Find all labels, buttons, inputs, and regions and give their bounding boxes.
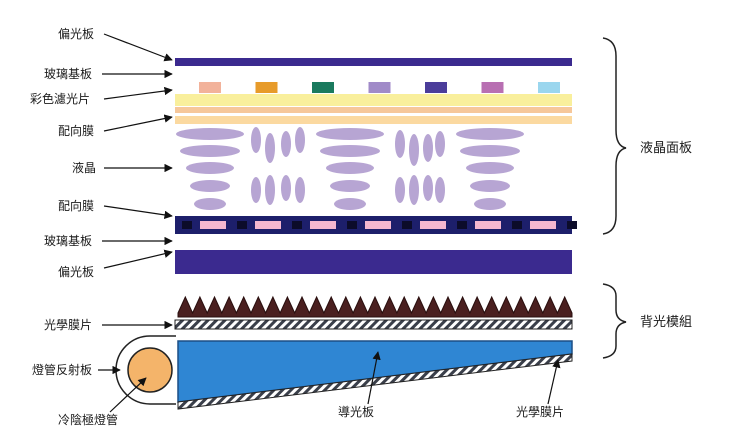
label-color-filter: 彩色濾光片	[30, 86, 173, 106]
label-alignment-bottom: 配向膜	[58, 198, 173, 220]
tft-separator	[237, 221, 247, 229]
tft-separator	[402, 221, 412, 229]
liquid-crystal-molecule	[281, 131, 291, 157]
optical-film-sheet	[174, 319, 573, 330]
tft-pixel	[420, 221, 446, 229]
liquid-crystal-molecule	[194, 198, 226, 210]
liquid-crystal-molecule	[176, 128, 244, 140]
liquid-crystal-molecule	[409, 175, 419, 205]
liquid-crystal-molecule	[423, 134, 433, 162]
tft-pixel	[475, 221, 501, 229]
liquid-crystal-molecule	[460, 145, 520, 157]
color-filter-swatch	[481, 82, 504, 93]
polarizer-bottom-layer	[175, 250, 572, 274]
tft-pixel	[365, 221, 391, 229]
color-filter-swatch	[199, 82, 221, 93]
tft-separator	[567, 221, 577, 229]
liquid-crystal-molecule	[251, 177, 261, 203]
liquid-crystal-molecule	[435, 177, 445, 203]
color-filter-layer	[199, 82, 560, 93]
tft-separator	[292, 221, 302, 229]
polarizer-top-layer	[175, 58, 572, 66]
liquid-crystal-molecule	[334, 198, 366, 210]
liquid-crystal-molecule	[466, 162, 514, 174]
liquid-crystal-layer	[176, 127, 524, 210]
liquid-crystal-molecule	[470, 180, 510, 192]
alignment-top-layer	[175, 116, 572, 124]
lcd-panel-brace	[602, 37, 627, 235]
tft-pixel	[200, 221, 226, 229]
tft-pixel	[310, 221, 336, 229]
color-filter-swatch	[312, 82, 334, 93]
color-filter-swatch	[425, 82, 447, 93]
tft-separator	[512, 221, 522, 229]
svg-text:冷陰極燈管: 冷陰極燈管	[58, 412, 118, 427]
label-light-guide: 導光板	[338, 351, 381, 419]
tft-pixel	[530, 221, 556, 229]
color-filter-swatch	[255, 82, 278, 93]
svg-text:光學膜片: 光學膜片	[516, 405, 564, 419]
label-lamp-reflector: 燈管反射板	[32, 362, 121, 377]
liquid-crystal-molecule	[265, 133, 275, 163]
liquid-crystal-molecule	[423, 175, 433, 201]
liquid-crystal-molecule	[295, 127, 305, 153]
liquid-crystal-molecule	[435, 131, 445, 157]
liquid-crystal-molecule	[395, 130, 405, 158]
ccfl-lamp	[127, 347, 173, 393]
liquid-crystal-molecule	[474, 198, 506, 210]
backlight-brace	[602, 283, 627, 359]
liquid-crystal-molecule	[316, 128, 384, 140]
tft-separator	[182, 221, 192, 229]
label-alignment-top: 配向膜	[58, 114, 173, 138]
svg-text:光學膜片: 光學膜片	[44, 318, 92, 332]
liquid-crystal-molecule	[265, 175, 275, 205]
svg-text:偏光板: 偏光板	[58, 264, 94, 279]
svg-text:配向膜: 配向膜	[58, 123, 94, 138]
svg-text:導光板: 導光板	[338, 405, 374, 419]
tft-separator	[457, 221, 467, 229]
color-filter-swatch	[538, 82, 560, 93]
label-polarizer-top: 偏光板	[58, 26, 173, 62]
label-optical-film-left: 光學膜片	[44, 318, 173, 332]
liquid-crystal-molecule	[190, 180, 230, 192]
liquid-crystal-molecule	[320, 145, 380, 157]
svg-text:燈管反射板: 燈管反射板	[32, 362, 92, 377]
color-filter-yellow-band	[175, 94, 572, 106]
liquid-crystal-molecule	[295, 177, 305, 203]
tft-separator	[347, 221, 357, 229]
tft-pixel	[255, 221, 281, 229]
svg-text:玻璃基板: 玻璃基板	[44, 234, 92, 248]
label-optical-film-right: 光學膜片	[516, 359, 564, 419]
optical-film-bottom-sheet	[177, 353, 573, 410]
label-ccfl: 冷陰極燈管	[58, 377, 147, 427]
liquid-crystal-molecule	[330, 180, 370, 192]
svg-text:配向膜: 配向膜	[58, 198, 94, 213]
liquid-crystal-molecule	[281, 175, 291, 201]
svg-text:偏光板: 偏光板	[58, 26, 94, 41]
liquid-crystal-molecule	[251, 127, 261, 153]
liquid-crystal-molecule	[409, 134, 419, 166]
svg-text:玻璃基板: 玻璃基板	[44, 67, 92, 81]
light-guide-plate	[177, 340, 573, 403]
color-filter-swatch	[368, 82, 391, 93]
label-glass-top: 玻璃基板	[44, 67, 173, 81]
color-filter-peach-band	[175, 107, 572, 113]
label-liquid-crystal: 液晶	[72, 160, 173, 175]
liquid-crystal-molecule	[186, 162, 234, 174]
liquid-crystal-molecule	[180, 145, 240, 157]
label-glass-bottom: 玻璃基板	[44, 234, 173, 248]
label-backlight-module: 背光模組	[640, 315, 692, 330]
liquid-crystal-molecule	[395, 177, 405, 203]
svg-text:液晶: 液晶	[72, 160, 96, 175]
prism-sheet	[177, 295, 573, 318]
svg-text:彩色濾光片: 彩色濾光片	[30, 91, 90, 106]
tft-pixel-row	[182, 221, 577, 229]
liquid-crystal-molecule	[456, 128, 524, 140]
label-polarizer-bottom: 偏光板	[58, 249, 173, 279]
label-lcd-panel: 液晶面板	[640, 141, 692, 156]
liquid-crystal-molecule	[326, 162, 374, 174]
